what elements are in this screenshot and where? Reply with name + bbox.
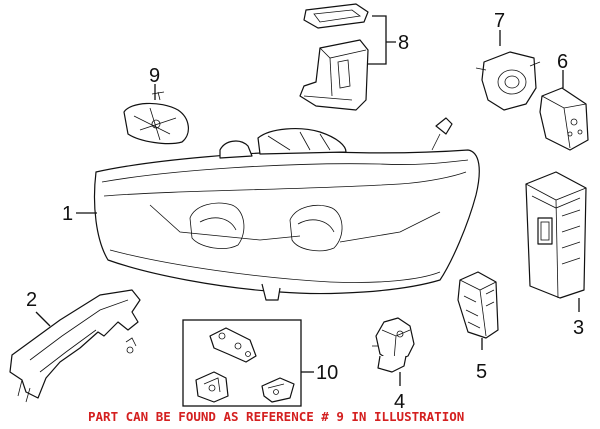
part-9-bulb-shield — [123, 91, 189, 145]
part-1-headlamp-assembly — [93, 117, 480, 301]
part-2-mounting-bracket — [9, 289, 141, 403]
leader-bracket-8 — [368, 15, 396, 65]
part-5-led-module — [457, 271, 499, 339]
part-10-kit-box — [182, 319, 302, 407]
callout-8: 8 — [398, 32, 409, 54]
callout-7: 7 — [494, 10, 505, 32]
callout-3: 3 — [573, 317, 584, 339]
callout-2: 2 — [26, 289, 37, 311]
callout-6: 6 — [557, 51, 568, 73]
callout-1: 1 — [62, 203, 73, 225]
part-8-gasket-duct — [299, 3, 369, 111]
part-3-control-module — [525, 171, 587, 299]
callout-9: 9 — [149, 65, 160, 87]
callout-4: 4 — [394, 391, 405, 413]
callout-10: 10 — [316, 362, 338, 384]
part-7-adapter-ring — [475, 51, 541, 111]
illustration-note: PART CAN BE FOUND AS REFERENCE # 9 IN IL… — [88, 409, 464, 424]
leader-line-2 — [35, 311, 51, 327]
part-6-cover-cap — [539, 87, 589, 151]
part-10-hardware-kit — [182, 319, 302, 407]
callout-5: 5 — [476, 361, 487, 383]
part-4-socket — [372, 317, 415, 373]
